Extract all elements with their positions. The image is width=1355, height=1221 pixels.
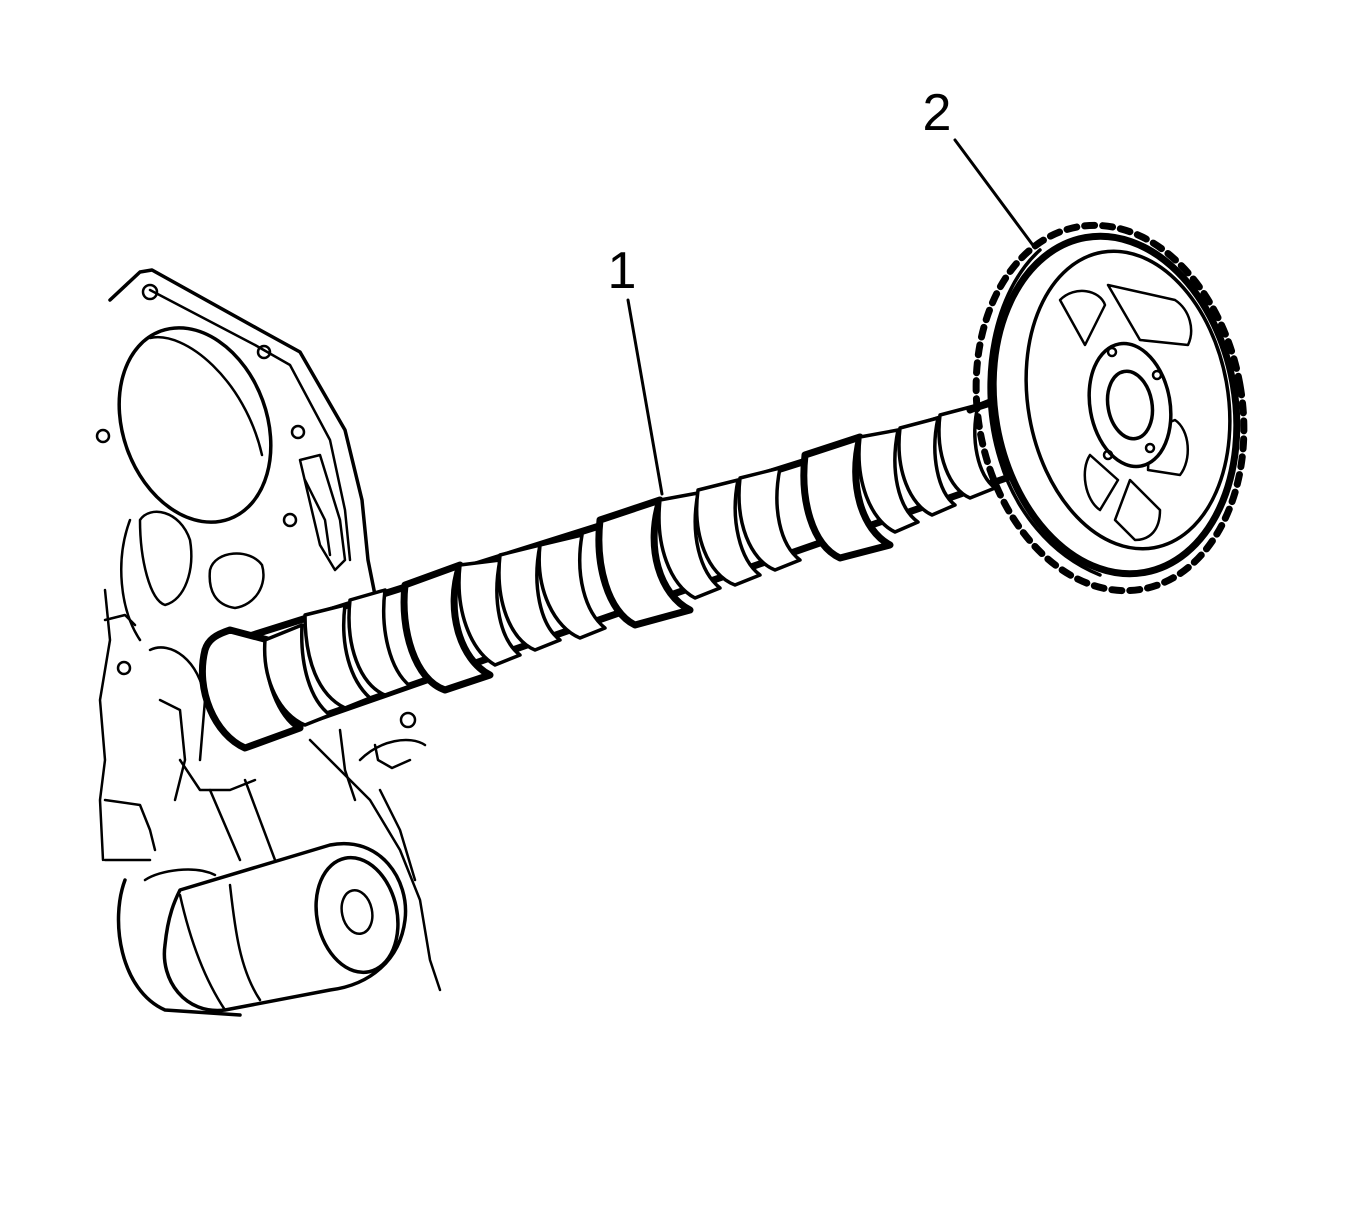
callout-1-label: 1: [608, 242, 637, 300]
lower-roller: [162, 841, 408, 1013]
camshaft-lobes: [262, 403, 997, 727]
callout-2-label: 2: [923, 84, 952, 142]
engine-block: [95, 268, 442, 1017]
callout-2-leader: [953, 138, 1037, 250]
camshaft: [198, 394, 1019, 752]
callout-1-leader: [626, 298, 664, 496]
callout-2: 2: [923, 84, 1037, 250]
callout-1: 1: [608, 242, 664, 496]
camshaft-sprocket: [972, 221, 1248, 595]
